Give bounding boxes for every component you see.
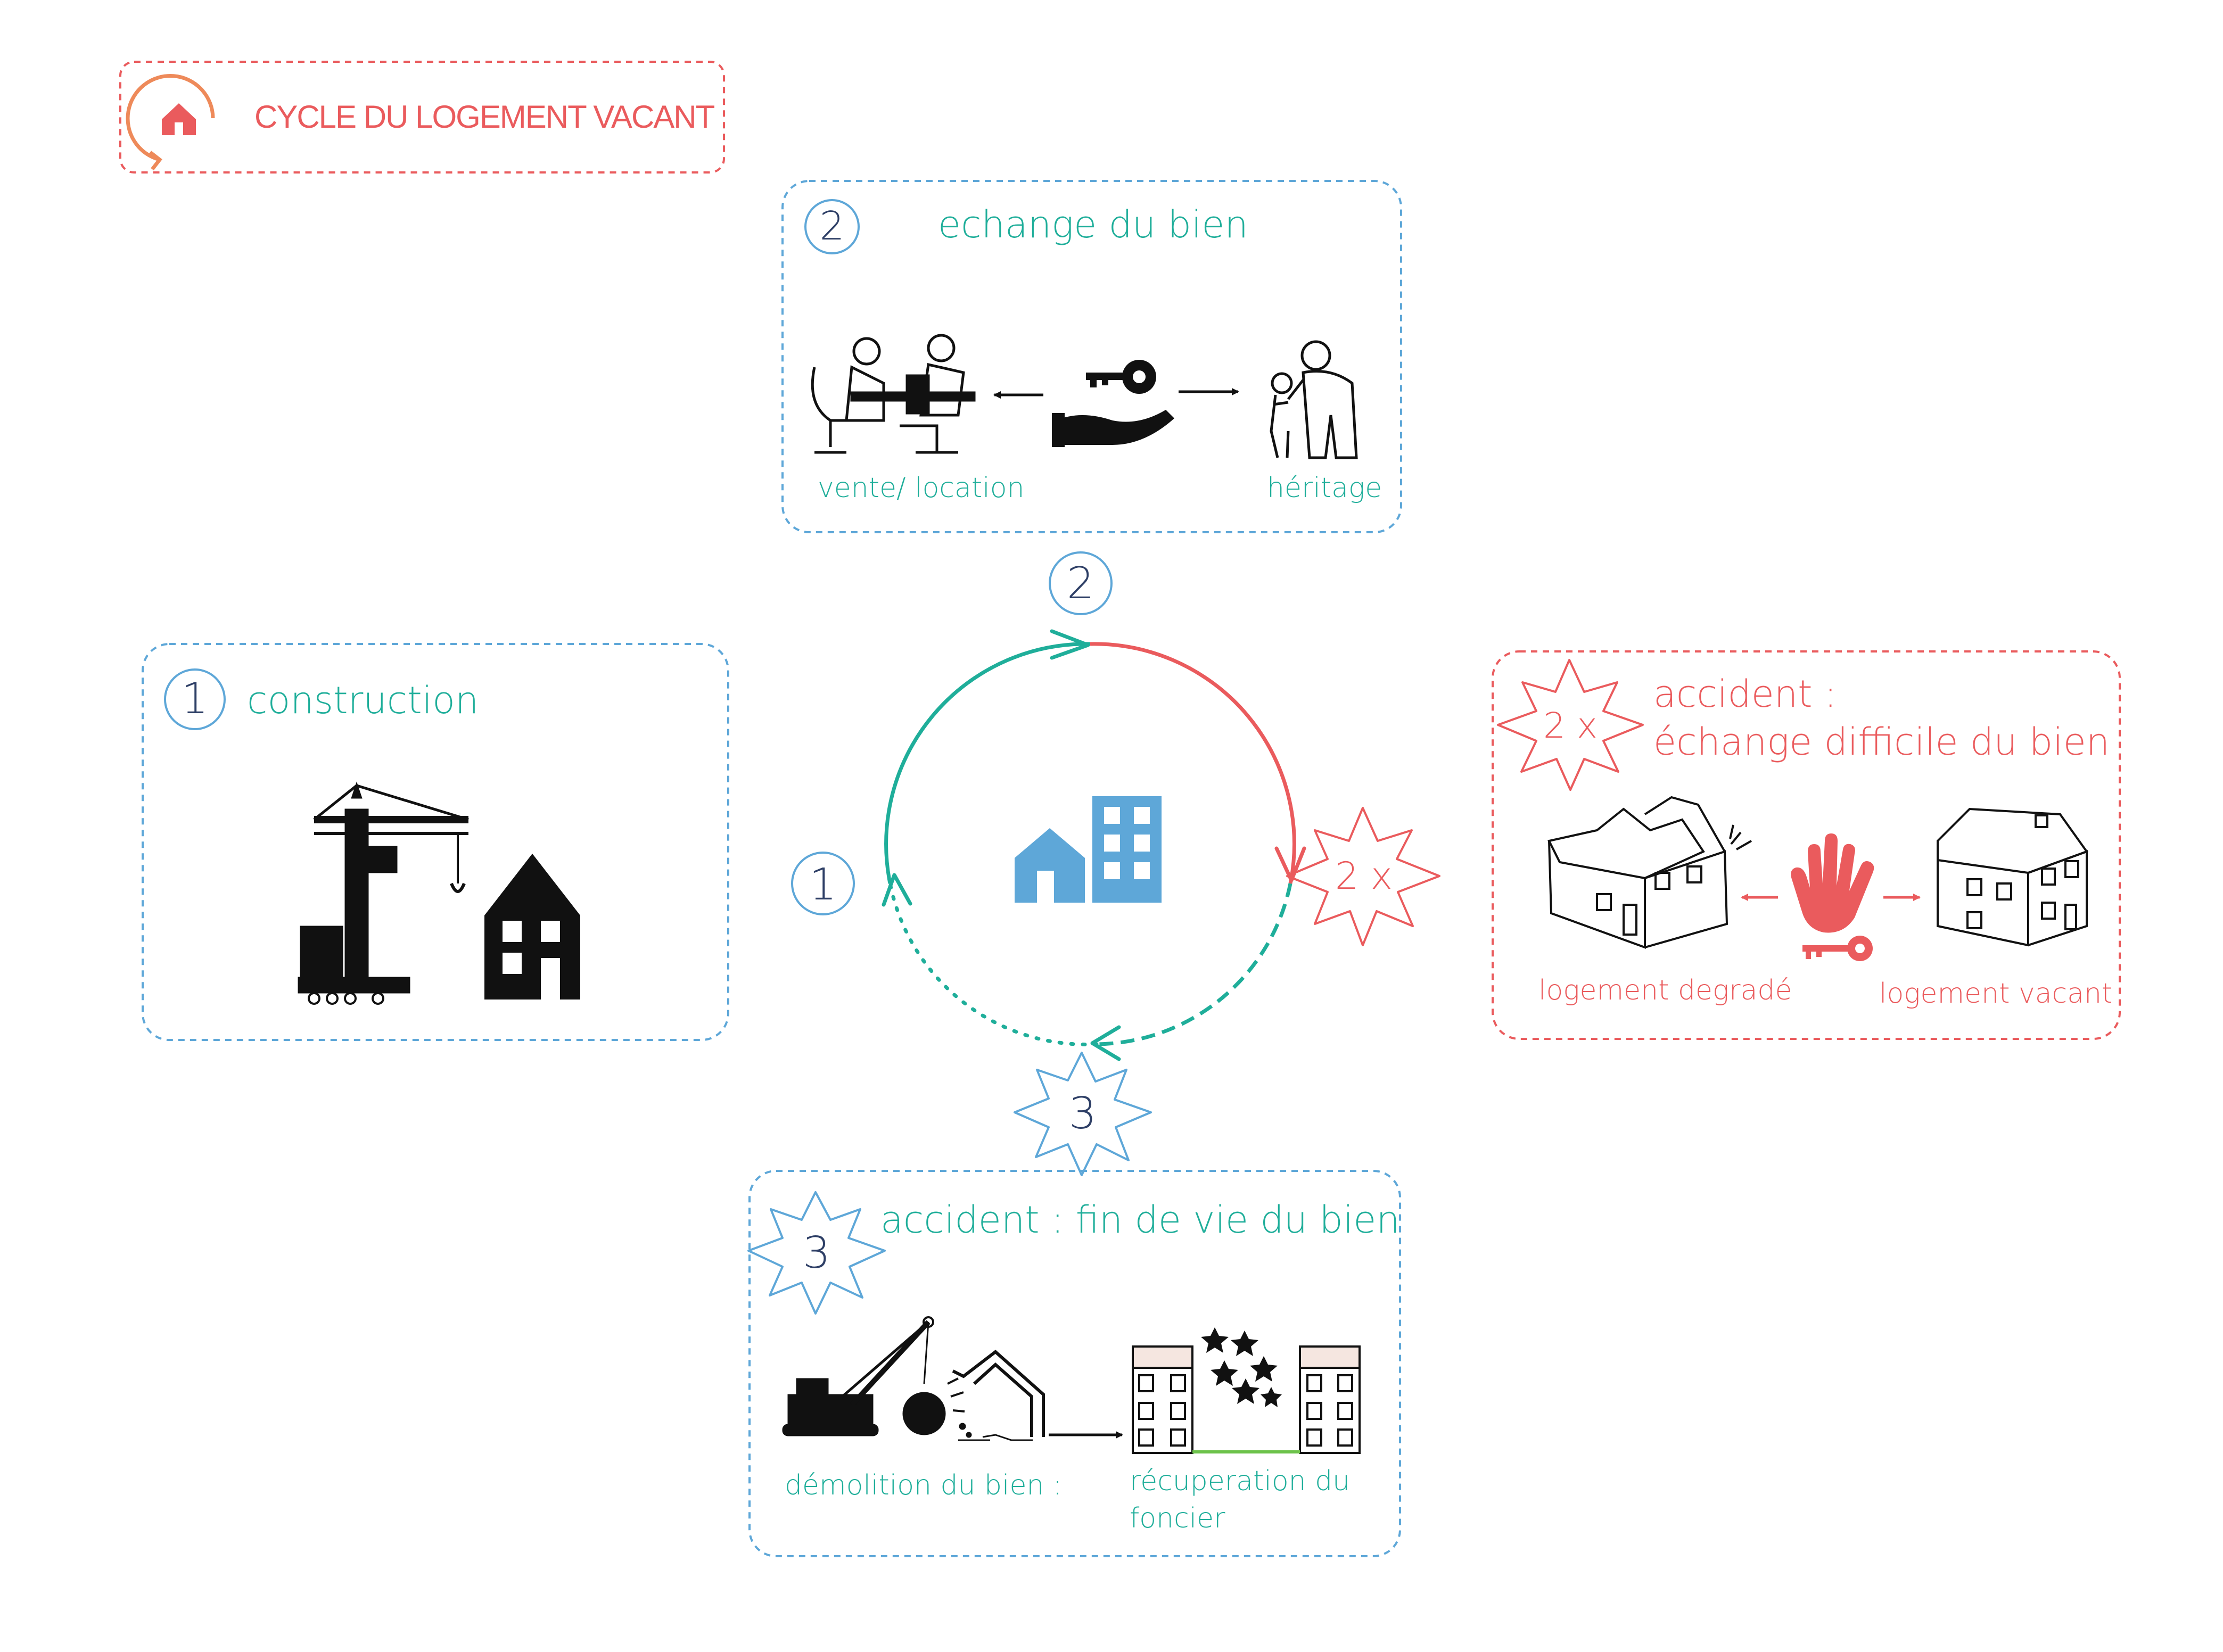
parent-child-icon — [1270, 340, 1358, 459]
stop-hand-icon — [1791, 833, 1874, 933]
svg-text:2 x: 2 x — [1335, 854, 1393, 898]
cycle-marker-2: 2 — [1049, 551, 1113, 615]
house-icon — [484, 854, 580, 1000]
end-of-life-left-label: démolition du bien : — [785, 1469, 1062, 1501]
panel-construction: 1 construction — [142, 643, 729, 1041]
svg-text:2: 2 — [819, 203, 844, 249]
accident-exchange-right-label: logement vacant — [1879, 978, 2112, 1010]
panel-exchange: 2 echange du bien — [781, 180, 1402, 533]
end-of-life-right-label-2: foncier — [1130, 1502, 1225, 1534]
wrecking-crane-icon — [782, 1320, 931, 1436]
exchange-right-label: héritage — [1267, 472, 1382, 504]
vacant-house-icon — [1937, 807, 2089, 947]
exchange-title: echange du bien — [938, 203, 1248, 246]
accident-exchange-title-2: échange difficile du bien — [1653, 720, 2110, 764]
key-in-hand-icon — [1052, 360, 1174, 447]
meeting-table-icon — [811, 334, 976, 454]
construction-title: construction — [247, 679, 479, 722]
cycle-marker-3-burst: 3 — [1014, 1052, 1152, 1176]
exchange-left-label: vente/ location — [818, 472, 1024, 504]
step-2-badge: 2 — [804, 199, 860, 254]
wrecking-ball-icon — [902, 1316, 972, 1438]
svg-text:3: 3 — [803, 1228, 830, 1278]
house-and-building-icon — [1015, 796, 1162, 903]
crane-icon — [298, 781, 469, 1005]
damaged-house-icon — [1547, 796, 1752, 949]
cycle-marker-1: 1 — [791, 852, 855, 915]
accident-exchange-left-label: logement degradé — [1538, 974, 1792, 1006]
stars-icon — [1201, 1327, 1282, 1407]
title-block: CYCLE DU LOGEMENT VACANT — [119, 61, 725, 174]
cycle-marker-2x-burst: 2 x — [1286, 807, 1440, 946]
panel-end-of-life: 3 accident : fin de vie du bien — [747, 1170, 1401, 1557]
cycle-ring — [882, 629, 1306, 1061]
key-icon — [1802, 936, 1873, 961]
svg-text:1: 1 — [809, 860, 837, 910]
panel-accident-exchange: 2 x accident : échange difficile du bien — [1492, 650, 2121, 1040]
page-title: CYCLE DU LOGEMENT VACANT — [254, 99, 715, 135]
end-of-life-right-label-1: récuperation du — [1130, 1465, 1350, 1497]
end-of-life-title: accident : fin de vie du bien — [880, 1198, 1400, 1242]
svg-text:1: 1 — [182, 674, 209, 723]
vacant-lot-icon — [1132, 1345, 1361, 1454]
svg-text:2 x: 2 x — [1543, 705, 1598, 746]
step-1-badge: 1 — [164, 668, 226, 730]
svg-text:3: 3 — [1069, 1088, 1097, 1139]
step-2x-burst: 2 x — [1497, 659, 1644, 791]
svg-text:2: 2 — [1067, 558, 1094, 609]
accident-exchange-title-1: accident : — [1653, 672, 1837, 716]
cycle-house-icon — [126, 74, 215, 171]
step-3-burst: 3 — [747, 1191, 886, 1315]
ruined-house-icon — [952, 1350, 1045, 1441]
